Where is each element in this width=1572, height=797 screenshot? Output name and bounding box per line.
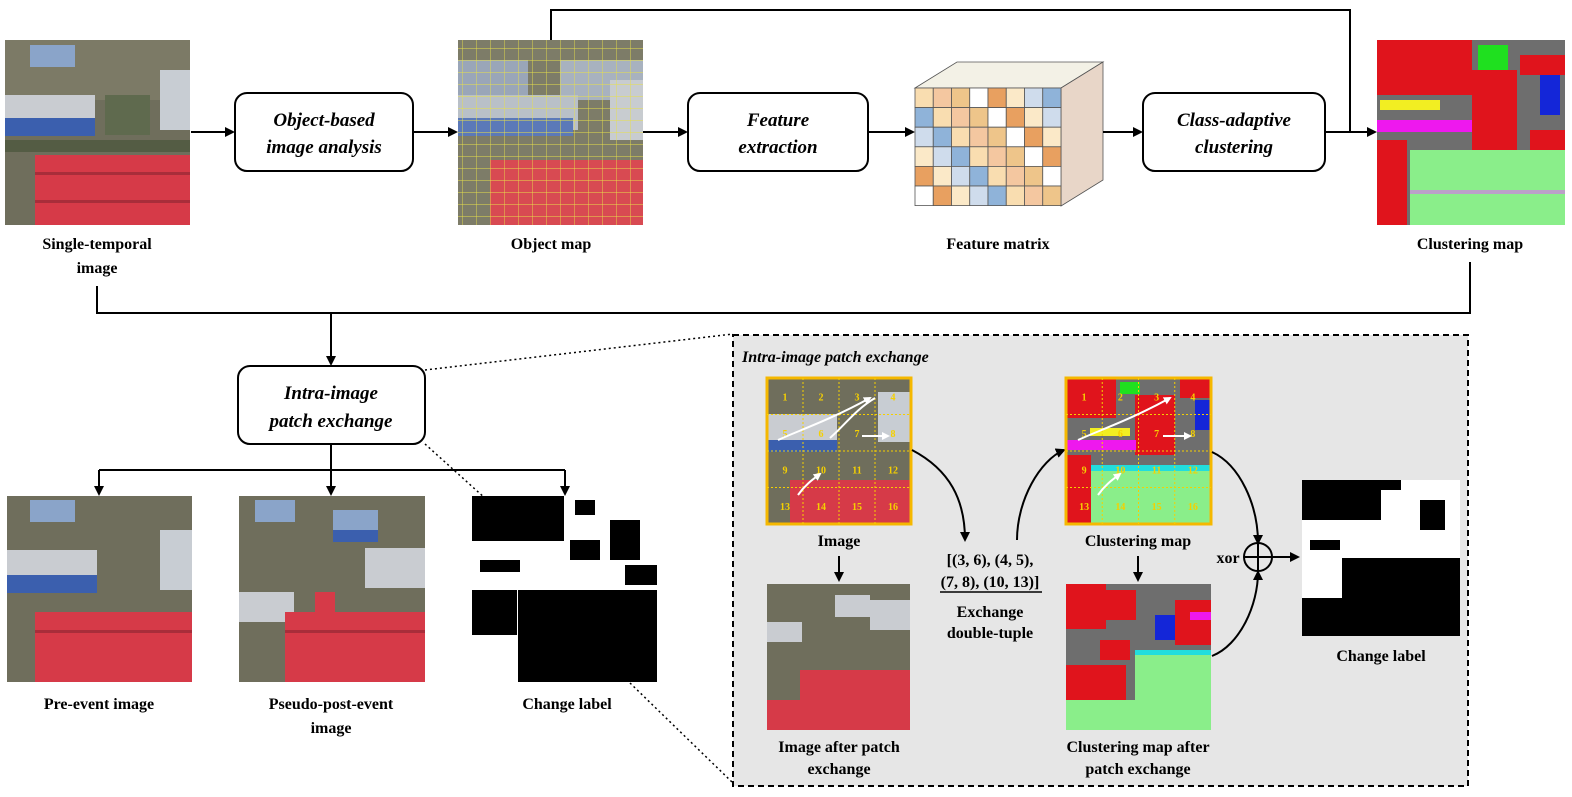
patch-number: 15 — [852, 502, 862, 513]
change-label-image — [472, 496, 657, 682]
patch-number: 4 — [891, 392, 896, 403]
detail-panel-title: Intra-image patch exchange — [741, 349, 929, 366]
object-map-image — [458, 40, 643, 225]
patch-number: 1 — [783, 392, 788, 403]
detail-clustering-caption: Clustering map — [1085, 533, 1191, 550]
obia-process-box — [234, 92, 414, 172]
patch-number: 7 — [855, 429, 860, 440]
tuple-line1: [(3, 6), (4, 5), — [947, 552, 1034, 569]
pseudo-post-caption-line2: image — [311, 720, 352, 737]
patch-number: 16 — [1188, 502, 1198, 513]
patch-number: 9 — [1082, 465, 1087, 476]
patch-exchange-box — [237, 365, 426, 445]
patch-number: 7 — [1154, 429, 1159, 440]
single-temporal-caption-line1: Single-temporal — [42, 236, 152, 253]
patch-number: 1 — [1082, 392, 1087, 403]
merge-line — [96, 262, 1471, 314]
patch-number: 10 — [816, 465, 826, 476]
patch-number: 9 — [783, 465, 788, 476]
clustering-label-line1: Class-adaptive — [1177, 110, 1292, 131]
feature-extraction-line2: extraction — [738, 137, 817, 158]
clustering-map-after-exchange — [1066, 584, 1211, 730]
clustering-process-box — [1142, 92, 1326, 172]
single-temporal-image — [5, 40, 190, 225]
patch-number: 16 — [888, 502, 898, 513]
patch-number: 12 — [888, 465, 898, 476]
pseudo-post-caption-line1: Pseudo-post-event — [269, 696, 394, 713]
patch-number: 3 — [1154, 392, 1159, 403]
patch-number: 13 — [1079, 502, 1089, 513]
xor-operator-icon — [1243, 542, 1273, 572]
detail-image-caption: Image — [818, 533, 861, 550]
clustering-map-caption: Clustering map — [1417, 236, 1523, 253]
patch-number: 6 — [1118, 429, 1123, 440]
patch-number: 11 — [1152, 465, 1161, 476]
pre-event-caption: Pre-event image — [44, 696, 154, 713]
patch-number: 3 — [855, 392, 860, 403]
feature-matrix-caption: Feature matrix — [946, 236, 1049, 253]
image-after-patch-exchange — [767, 584, 910, 730]
exchange-caption-line1: Exchange — [957, 604, 1024, 621]
patch-number: 11 — [852, 465, 861, 476]
patch-exchange-line1: Intra-image — [283, 383, 379, 404]
patch-number: 6 — [819, 429, 824, 440]
clustering-after-caption-line1: Clustering map after — [1066, 739, 1209, 756]
patch-number: 5 — [1082, 429, 1087, 440]
patch-number: 2 — [819, 392, 824, 403]
pseudo-post-event-image — [239, 496, 425, 682]
single-temporal-caption-line2: image — [77, 260, 118, 277]
image-after-caption-line1: Image after patch — [778, 739, 900, 756]
patch-number: 4 — [1190, 392, 1195, 403]
patch-number: 8 — [1190, 429, 1195, 440]
patch-number: 14 — [1115, 502, 1125, 513]
patch-number: 13 — [780, 502, 790, 513]
pre-event-image — [7, 496, 192, 682]
obia-label-line1: Object-based — [273, 110, 375, 131]
clustering-map-image — [1377, 40, 1565, 225]
patch-number: 10 — [1115, 465, 1125, 476]
patch-number: 5 — [783, 429, 788, 440]
patch-exchange-line2: patch exchange — [268, 411, 394, 432]
patch-number: 15 — [1152, 502, 1162, 513]
tuple-line2: (7, 8), (10, 13)] — [941, 574, 1040, 591]
patch-number: 12 — [1188, 465, 1198, 476]
feature-extraction-box — [687, 92, 869, 172]
obia-label-line2: image analysis — [266, 137, 382, 158]
detail-change-label-caption: Change label — [1336, 648, 1426, 665]
patch-number: 8 — [891, 429, 896, 440]
object-map-caption: Object map — [511, 236, 592, 253]
detail-change-label-image — [1302, 480, 1460, 636]
patch-number: 2 — [1118, 392, 1123, 403]
feature-matrix-cube — [913, 61, 1105, 207]
exchange-caption-line2: double-tuple — [947, 625, 1033, 642]
image-after-caption-line2: exchange — [807, 761, 870, 778]
object-map-feedback-line — [550, 9, 1351, 132]
change-label-caption: Change label — [522, 696, 612, 713]
xor-label: xor — [1216, 550, 1239, 567]
clustering-label-line2: clustering — [1195, 137, 1273, 158]
patch-number: 14 — [816, 502, 826, 513]
feature-extraction-line1: Feature — [746, 110, 810, 131]
clustering-after-caption-line2: patch exchange — [1085, 761, 1190, 778]
